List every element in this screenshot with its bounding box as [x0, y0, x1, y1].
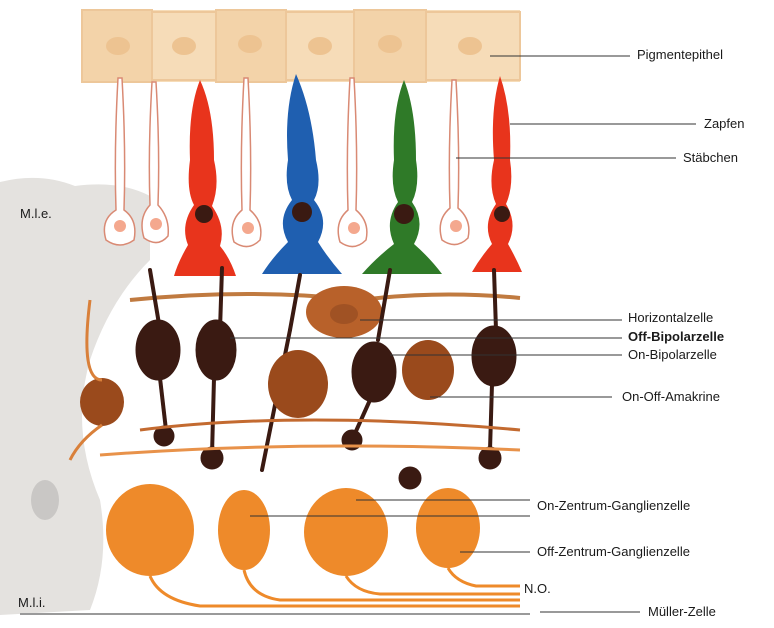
ganglion-cells	[106, 484, 480, 576]
label-amakrine: On-Off-Amakrine	[622, 389, 720, 404]
label-mle: M.l.e.	[20, 206, 52, 221]
label-off-ganglion: Off-Zentrum-Ganglienzelle	[537, 544, 690, 559]
label-no: N.O.	[524, 581, 551, 596]
label-horizontalzelle: Horizontalzelle	[628, 310, 713, 325]
blue-cone	[262, 74, 342, 274]
red-cone-2	[472, 76, 522, 272]
label-zapfen: Zapfen	[704, 116, 744, 131]
green-cone	[362, 80, 442, 274]
label-pigmentepithel: Pigmentepithel	[637, 47, 723, 62]
label-off-bipolarzelle: Off-Bipolarzelle	[628, 329, 724, 344]
pigment-epithelium	[82, 10, 520, 82]
label-mueller-zelle: Müller-Zelle	[648, 604, 716, 619]
label-on-bipolarzelle: On-Bipolarzelle	[628, 347, 717, 362]
label-mli: M.l.i.	[18, 595, 45, 610]
mueller-nucleus	[31, 480, 59, 520]
amacrine-cells	[70, 300, 520, 460]
label-staebchen: Stäbchen	[683, 150, 738, 165]
label-on-ganglion: On-Zentrum-Ganglienzelle	[537, 498, 690, 513]
horizontal-cell	[130, 286, 520, 338]
red-cone-1	[174, 80, 236, 276]
